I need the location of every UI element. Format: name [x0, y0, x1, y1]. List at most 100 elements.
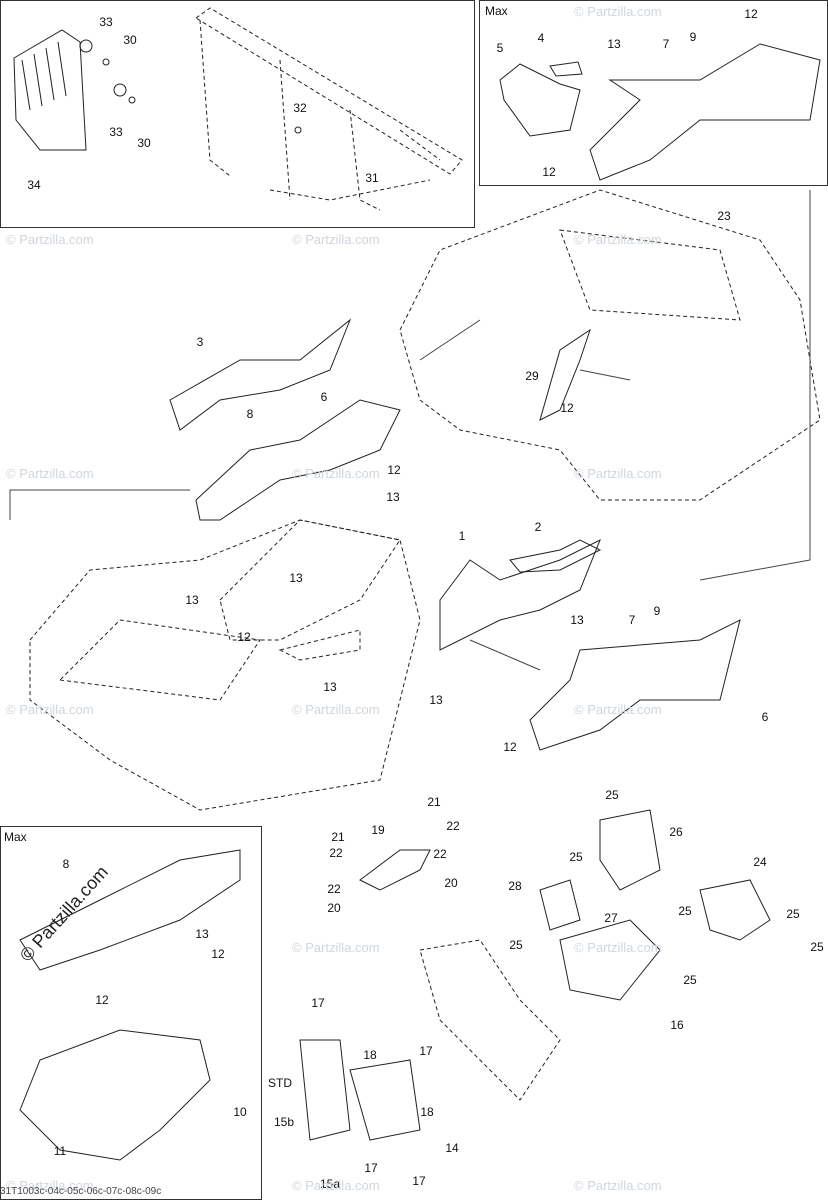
callout-20: 20 [327, 901, 341, 915]
callout-12: 12 [542, 165, 556, 179]
callout-2: 2 [534, 520, 542, 534]
callout-8: 8 [62, 857, 70, 871]
part-7-std [529, 619, 741, 751]
callout-13: 13 [323, 680, 337, 694]
callout-26: 26 [669, 825, 683, 839]
callout-18: 18 [420, 1105, 434, 1119]
callout-17: 17 [419, 1044, 433, 1058]
callout-15b: 15b [273, 1115, 295, 1129]
callout-13: 13 [607, 37, 621, 51]
part-8 [195, 399, 401, 521]
callout-12: 12 [211, 947, 225, 961]
part-30-lower [128, 96, 136, 104]
callout-33: 33 [99, 15, 113, 29]
part-15b [299, 1039, 351, 1141]
part-30-upper [102, 58, 110, 66]
part-19 [359, 849, 431, 891]
callout-13: 13 [570, 613, 584, 627]
callout-3: 3 [196, 335, 204, 349]
watermark: © Partzilla.com [574, 702, 662, 717]
callout-11: 11 [53, 1144, 67, 1158]
callout-12: 12 [95, 993, 109, 1007]
watermark: © Partzilla.com [292, 466, 380, 481]
callout-9: 9 [653, 604, 661, 618]
front-bracket [219, 519, 401, 661]
part-7-max [589, 43, 821, 181]
part-33-upper [79, 39, 93, 53]
callout-17: 17 [311, 996, 325, 1010]
front-fender-body [29, 519, 421, 811]
leader-lines [9, 190, 811, 671]
watermark: © Partzilla.com [574, 466, 662, 481]
lower-frame [419, 939, 561, 1101]
watermark: © Partzilla.com [6, 702, 94, 717]
part-32 [294, 126, 302, 134]
callout-25: 25 [509, 938, 523, 952]
callout-13: 13 [289, 571, 303, 585]
rear-fender-body [399, 189, 821, 501]
callout-28: 28 [508, 879, 522, 893]
part-2 [509, 539, 602, 573]
watermark: © Partzilla.com [292, 702, 380, 717]
callout-19: 19 [371, 823, 385, 837]
callout-25: 25 [605, 788, 619, 802]
watermark: © Partzilla.com [292, 1178, 380, 1193]
callout-10: 10 [233, 1105, 247, 1119]
part-10 [19, 1029, 211, 1161]
callout-22: 22 [433, 847, 447, 861]
callout-33: 33 [109, 125, 123, 139]
part-3 [169, 318, 352, 431]
callout-25: 25 [683, 973, 697, 987]
part-1 [439, 538, 601, 651]
callout-17: 17 [412, 1174, 426, 1188]
watermark: © Partzilla.com [574, 4, 662, 19]
watermark: © Partzilla.com [574, 232, 662, 247]
callout-34: 34 [27, 178, 41, 192]
callout-14: 14 [445, 1141, 459, 1155]
callout-25: 25 [678, 904, 692, 918]
callout-18: 18 [363, 1048, 377, 1062]
callout-13: 13 [185, 593, 199, 607]
part-8-max [19, 849, 241, 971]
callout-12: 12 [237, 630, 251, 644]
part-28 [539, 879, 581, 931]
callout-25: 25 [569, 850, 583, 864]
callout-8: 8 [246, 407, 254, 421]
callout-23: 23 [717, 209, 731, 223]
part-34-reservoir [13, 29, 87, 151]
watermark: © Partzilla.com [6, 1178, 94, 1193]
callout-22: 22 [446, 819, 460, 833]
callout-12: 12 [387, 463, 401, 477]
part-33-lower [113, 83, 127, 97]
watermark: © Partzilla.com [6, 466, 94, 481]
callout-22: 22 [327, 882, 341, 896]
part-5 [499, 63, 581, 137]
callout-7: 7 [628, 613, 636, 627]
part-24 [699, 879, 771, 941]
callout-13: 13 [195, 927, 209, 941]
frame-top [195, 7, 463, 211]
callout-9: 9 [689, 30, 697, 44]
part-4 [549, 61, 583, 77]
callout-6: 6 [761, 710, 769, 724]
callout-6: 6 [320, 390, 328, 404]
callout-32: 32 [293, 101, 307, 115]
callout-29: 29 [525, 369, 539, 383]
watermark: © Partzilla.com [292, 232, 380, 247]
callout-24: 24 [753, 855, 767, 869]
callout-13: 13 [429, 693, 443, 707]
callout-22: 22 [329, 846, 343, 860]
callout-31: 31 [365, 171, 379, 185]
callout-21: 21 [427, 795, 441, 809]
watermark: © Partzilla.com [6, 232, 94, 247]
callout-5: 5 [496, 41, 504, 55]
watermark: © Partzilla.com [292, 940, 380, 955]
callout-13: 13 [386, 490, 400, 504]
callout-1: 1 [458, 529, 466, 543]
callout-30: 30 [123, 33, 137, 47]
callout-17: 17 [364, 1161, 378, 1175]
callout-12: 12 [744, 7, 758, 21]
callout-12: 12 [560, 401, 574, 415]
